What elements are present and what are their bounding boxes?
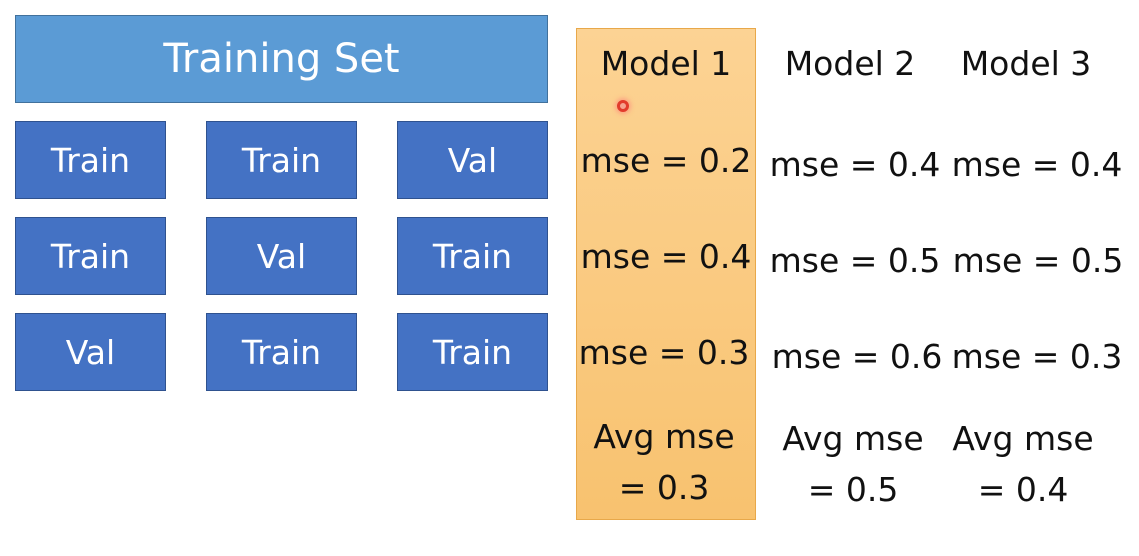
model-3-avg-value: = 0.4	[977, 470, 1069, 509]
model-2-title: Model 2	[784, 44, 916, 83]
fold-cell-label: Train	[432, 236, 513, 276]
fold-cell: Train	[206, 121, 357, 199]
model-1-title: Model 1	[600, 44, 732, 83]
fold-cell-label: Train	[50, 236, 131, 276]
fold-cell-label: Val	[65, 332, 116, 372]
model-1-avg-mse: Avg mse = 0.3	[593, 411, 734, 513]
model-1-mse-fold-3: mse = 0.3	[578, 333, 750, 372]
fold-cell: Val	[397, 121, 548, 199]
model-2-mse-fold-3: mse = 0.6	[771, 337, 943, 376]
model-1-avg-value: = 0.3	[618, 468, 710, 507]
fold-cell: Train	[397, 313, 548, 391]
fold-cell-label: Train	[241, 332, 322, 372]
pointer-dot-icon	[617, 100, 629, 112]
model-3-mse-fold-3: mse = 0.3	[951, 337, 1123, 376]
fold-cell: Train	[397, 217, 548, 295]
fold-cell: Train	[15, 217, 166, 295]
fold-cell-label: Val	[447, 140, 498, 180]
fold-cell-label: Train	[432, 332, 513, 372]
model-2-avg-label: Avg mse	[782, 419, 924, 458]
model-1-mse-fold-2: mse = 0.4	[580, 237, 752, 276]
model-2-avg-mse: Avg mse = 0.5	[782, 413, 923, 515]
fold-cell: Val	[206, 217, 357, 295]
training-set-box: Training Set	[15, 15, 548, 103]
fold-cell-label: Train	[50, 140, 131, 180]
model-3-avg-label: Avg mse	[952, 419, 1094, 458]
model-3-mse-fold-2: mse = 0.5	[952, 241, 1124, 280]
model-3-title: Model 3	[960, 44, 1092, 83]
model-2-mse-fold-2: mse = 0.5	[769, 241, 941, 280]
fold-cell: Train	[15, 121, 166, 199]
model-3-avg-mse: Avg mse = 0.4	[952, 413, 1093, 515]
fold-cell-label: Train	[241, 140, 322, 180]
training-set-label: Training Set	[163, 36, 400, 82]
model-2-mse-fold-1: mse = 0.4	[769, 145, 941, 184]
model-2-avg-value: = 0.5	[807, 470, 899, 509]
fold-cell: Val	[15, 313, 166, 391]
model-3-mse-fold-1: mse = 0.4	[951, 145, 1123, 184]
model-1-mse-fold-1: mse = 0.2	[580, 141, 752, 180]
best-model-highlight	[576, 28, 756, 520]
fold-cell-label: Val	[256, 236, 307, 276]
fold-cell: Train	[206, 313, 357, 391]
model-1-avg-label: Avg mse	[593, 417, 735, 456]
